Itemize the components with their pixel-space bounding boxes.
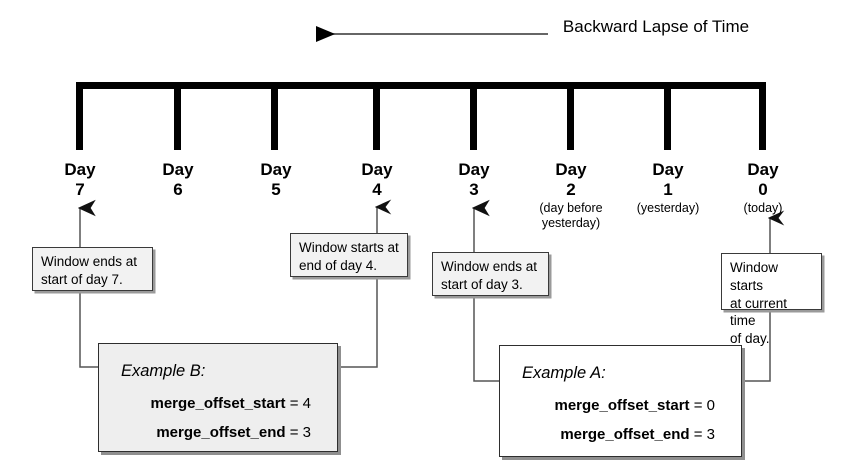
day-sublabel: (day before yesterday) <box>539 201 603 230</box>
timeline-tick-day6 <box>174 82 181 150</box>
day-word: Day <box>64 160 96 179</box>
day-number: 2 <box>566 180 576 200</box>
day-number: 6 <box>173 180 183 200</box>
day-word: Day <box>260 160 292 179</box>
note-window-ends-start-day3: Window ends at start of day 3. <box>432 252 549 296</box>
timeline-tick-day4 <box>373 82 380 150</box>
day-sublabel: (today) <box>743 201 783 216</box>
value-merge-offset-start: 4 <box>302 395 311 412</box>
example-a-row-merge-offset-end: merge_offset_end = 3 <box>518 426 715 443</box>
example-b-row-merge-offset-start: merge_offset_start = 4 <box>117 395 311 412</box>
eq-sign: = <box>689 397 707 414</box>
day-number: 5 <box>271 180 281 200</box>
day-word: Day <box>747 160 779 179</box>
day-word: Day <box>652 160 684 179</box>
example-a-row-merge-offset-start: merge_offset_start = 0 <box>518 397 715 414</box>
note-window-starts-current-time: Window starts at current time of day. <box>721 253 822 346</box>
example-b-title: Example B: <box>121 362 206 380</box>
note-window-ends-start-day7: Window ends at start of day 7. <box>32 247 153 291</box>
eq-sign: = <box>285 395 303 412</box>
key-merge-offset-end: merge_offset_end <box>560 426 690 443</box>
timeline-tick-day3 <box>470 82 477 150</box>
example-a-title: Example A: <box>522 364 606 382</box>
timeline-tick-day5 <box>271 82 278 150</box>
day-label-5: Day 5 <box>228 160 324 201</box>
example-b-box: Example B: merge_offset_start = 4 merge_… <box>98 343 338 452</box>
timeline-axis-bar <box>76 82 766 89</box>
day-label-7: Day 7 <box>32 160 128 201</box>
day-word: Day <box>458 160 490 179</box>
timeline-tick-day0 <box>759 82 766 150</box>
day-label-3: Day 3 <box>426 160 522 201</box>
day-number: 3 <box>469 180 479 200</box>
day-word: Day <box>555 160 587 179</box>
timeline-tick-day1 <box>664 82 671 150</box>
example-b-row-merge-offset-end: merge_offset_end = 3 <box>117 424 311 441</box>
timeline-tick-day7 <box>76 82 83 150</box>
key-merge-offset-end: merge_offset_end <box>156 424 286 441</box>
day-label-4: Day 4 <box>329 160 425 201</box>
backward-time-label: Backward Lapse of Time <box>562 17 750 36</box>
day-sublabel: (yesterday) <box>636 201 700 216</box>
note-window-starts-end-day4: Window starts at end of day 4. <box>290 233 408 277</box>
eq-sign: = <box>285 424 303 441</box>
day-word: Day <box>361 160 393 179</box>
eq-sign: = <box>689 426 707 443</box>
day-label-2: Day 2 (day before yesterday) <box>523 160 619 231</box>
day-number: 4 <box>372 180 382 200</box>
day-word: Day <box>162 160 194 179</box>
day-label-1: Day 1 (yesterday) <box>620 160 716 216</box>
value-merge-offset-end: 3 <box>302 424 311 441</box>
day-label-6: Day 6 <box>130 160 226 201</box>
timeline-tick-day2 <box>567 82 574 150</box>
value-merge-offset-start: 0 <box>706 397 715 414</box>
day-number: 7 <box>75 180 85 200</box>
key-merge-offset-start: merge_offset_start <box>554 397 690 414</box>
value-merge-offset-end: 3 <box>706 426 715 443</box>
day-number: 0 <box>758 180 768 200</box>
example-a-box: Example A: merge_offset_start = 0 merge_… <box>499 345 742 457</box>
day-label-0: Day 0 (today) <box>715 160 811 216</box>
day-number: 1 <box>663 180 673 200</box>
key-merge-offset-start: merge_offset_start <box>150 395 286 412</box>
